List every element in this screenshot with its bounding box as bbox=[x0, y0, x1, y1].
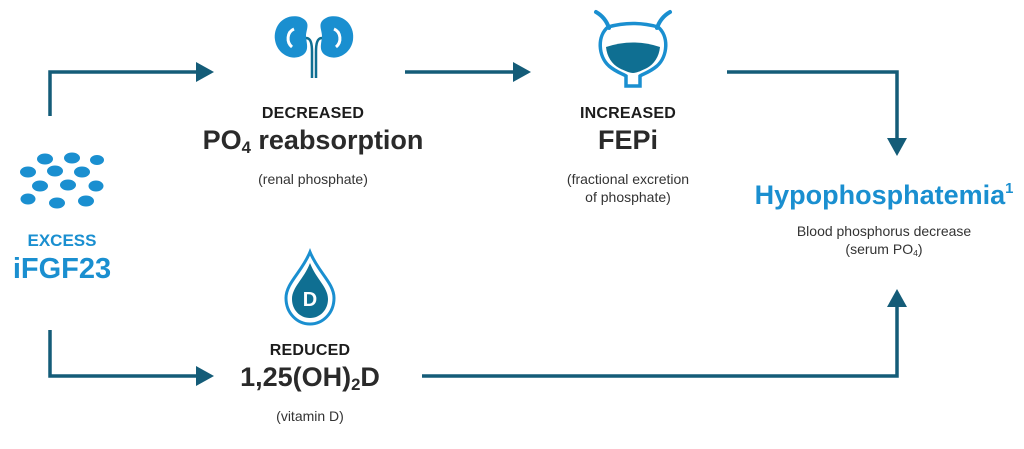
vitamin-level: REDUCED bbox=[269, 342, 351, 359]
arrowhead-right bbox=[196, 62, 214, 82]
kidneys-icon bbox=[274, 16, 354, 78]
reabsorption-note: (renal phosphate) bbox=[258, 171, 368, 187]
result-title: Hypophosphatemia1 bbox=[754, 180, 1014, 210]
fepi-level: INCREASED bbox=[579, 105, 677, 122]
fepi-title: FEPi bbox=[597, 125, 659, 155]
bladder-icon bbox=[594, 10, 672, 88]
vitamin-d-letter: D bbox=[303, 289, 317, 311]
arrowhead-right bbox=[513, 62, 531, 82]
vitamin-d-drop-icon: D bbox=[284, 247, 336, 326]
reabsorption-title: PO4 reabsorption bbox=[202, 125, 424, 158]
arrowheads bbox=[196, 62, 907, 386]
pills-icon bbox=[20, 152, 104, 209]
arrow-excess-to-reabsorption bbox=[48, 70, 198, 116]
source-level: EXCESS bbox=[27, 231, 97, 250]
source-title: iFGF23 bbox=[12, 253, 112, 285]
vitamin-title: 1,25(OH)2D bbox=[240, 362, 380, 395]
reabsorption-level: DECREASED bbox=[261, 105, 365, 122]
arrowhead-down bbox=[887, 138, 907, 156]
vitamin-note: (vitamin D) bbox=[276, 408, 344, 424]
arrow-fepi-to-result bbox=[727, 70, 899, 140]
arrows bbox=[48, 70, 899, 378]
result-description: Blood phosphorus decrease (serum PO4) bbox=[796, 223, 972, 258]
arrowhead-right bbox=[196, 366, 214, 386]
arrowhead-up bbox=[887, 289, 907, 307]
arrow-excess-to-vitamin bbox=[48, 330, 198, 378]
arrow-vitamin-to-result bbox=[422, 305, 899, 378]
